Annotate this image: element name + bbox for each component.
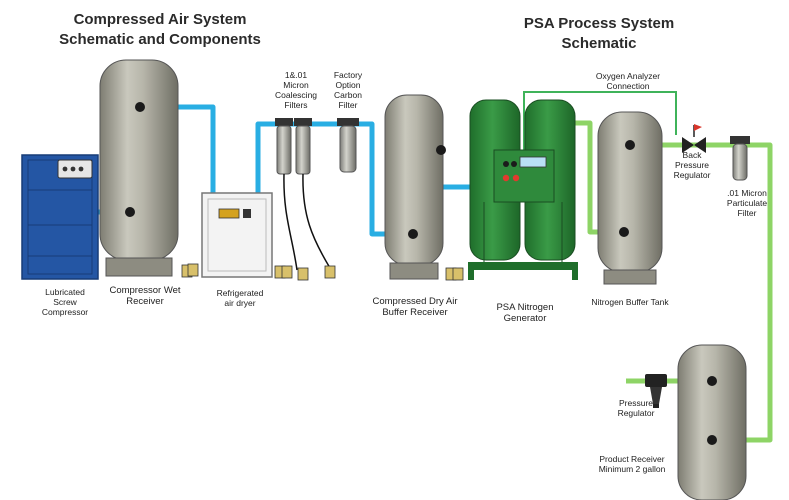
- title-left-line2: Schematic and Components: [59, 31, 261, 48]
- label-wet-receiver-line1: Compressor Wet: [109, 285, 181, 296]
- label-particulate-line2: Particulate: [726, 198, 768, 208]
- label-analyzer-line1: Oxygen Analyzer: [595, 71, 661, 81]
- refrigerated-dryer: [201, 192, 273, 278]
- label-dry-receiver-line2: Buffer Receiver: [382, 307, 448, 318]
- label-compressor: Lubricated Screw Compressor: [20, 287, 110, 317]
- carbon-filter: [337, 118, 359, 173]
- label-generator-line1: PSA Nitrogen: [496, 302, 554, 313]
- pipe-dry-receiver-to-generator: [438, 150, 470, 190]
- label-wet-receiver-line2: Receiver: [126, 296, 164, 307]
- label-back-pressure-line2: Pressure: [674, 160, 709, 170]
- title-right-line1: PSA Process System: [523, 15, 675, 32]
- label-dry-receiver-line1: Compressed Dry Air: [372, 296, 458, 307]
- label-product-receiver-line2: Minimum 2 gallon: [598, 464, 666, 474]
- label-coalescing-line3: Coalescing: [274, 90, 318, 100]
- particulate-filter: [730, 136, 750, 181]
- label-back-pressure-line1: Back: [682, 150, 702, 160]
- label-dry-receiver: Compressed Dry Air Buffer Receiver: [360, 296, 470, 318]
- pressure-regulator: [645, 374, 667, 408]
- product-receiver-tank: [677, 344, 747, 500]
- drain-valves: [181, 263, 464, 281]
- label-coalescing-line4: Filters: [284, 100, 308, 110]
- label-compressor-line2: Screw: [53, 297, 77, 307]
- label-generator: PSA Nitrogen Generator: [480, 302, 570, 324]
- oxygen-analyzer-line: [523, 91, 677, 158]
- back-pressure-regulator: [682, 124, 706, 153]
- label-compressor-line1: Lubricated: [45, 287, 85, 297]
- label-buffer-tank-line1: Nitrogen Buffer Tank: [591, 297, 669, 307]
- label-dryer-line2: air dryer: [224, 298, 256, 308]
- coalescing-filters: [275, 118, 331, 271]
- label-pressure-reg-line1: Pressure: [618, 398, 653, 408]
- label-back-pressure-regulator: Back Pressure Regulator: [664, 150, 720, 180]
- label-product-receiver-line1: Product Receiver: [599, 454, 665, 464]
- label-particulate-line3: Filter: [737, 208, 757, 218]
- wet-receiver-tank: [99, 59, 179, 277]
- label-generator-line2: Generator: [503, 313, 547, 324]
- screw-compressor: [21, 154, 99, 280]
- label-pressure-reg-line2: Regulator: [617, 408, 655, 418]
- label-particulate-line1: .01 Micron: [727, 188, 767, 198]
- label-product-receiver: Product Receiver Minimum 2 gallon: [590, 454, 674, 474]
- title-right-line2: Schematic: [561, 35, 637, 52]
- label-coalescing-line2: Micron: [283, 80, 309, 90]
- label-particulate-filter: .01 Micron Particulate Filter: [718, 188, 776, 218]
- label-back-pressure-line3: Regulator: [673, 170, 711, 180]
- label-compressor-line3: Compressor: [41, 307, 89, 317]
- label-carbon-line1: Factory: [333, 70, 363, 80]
- label-carbon-line2: Option: [335, 80, 361, 90]
- label-carbon-line3: Carbon: [334, 90, 362, 100]
- title-compressed-air: Compressed Air System Schematic and Comp…: [40, 10, 280, 50]
- title-left-line1: Compressed Air System: [73, 11, 247, 28]
- label-dryer: Refrigerated air dryer: [200, 288, 280, 308]
- title-psa-process: PSA Process System Schematic: [499, 14, 699, 54]
- label-coalescing-line1: 1&.01: [284, 70, 308, 80]
- nitrogen-buffer-tank: [597, 111, 663, 285]
- dry-receiver-tank: [384, 94, 446, 280]
- label-dryer-line1: Refrigerated: [216, 288, 264, 298]
- label-analyzer-line2: Connection: [606, 81, 650, 91]
- label-wet-receiver: Compressor Wet Receiver: [100, 285, 190, 307]
- psa-nitrogen-generator: [468, 99, 578, 280]
- label-buffer-tank: Nitrogen Buffer Tank: [580, 297, 680, 307]
- label-carbon-line4: Filter: [338, 100, 358, 110]
- label-carbon-filter: Factory Option Carbon Filter: [322, 70, 374, 110]
- label-coalescing-filters: 1&.01 Micron Coalescing Filters: [268, 70, 324, 110]
- label-oxygen-analyzer: Oxygen Analyzer Connection: [578, 71, 678, 91]
- label-pressure-regulator: Pressure Regulator: [612, 398, 660, 418]
